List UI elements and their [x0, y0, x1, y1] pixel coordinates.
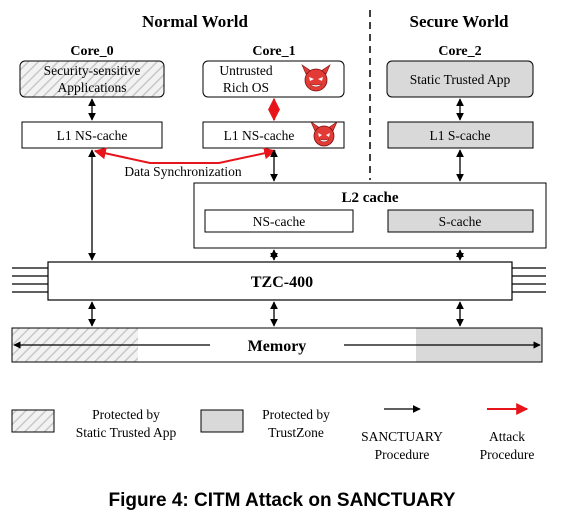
- legend-static-ta-line1: Protected by: [92, 407, 160, 422]
- devil-icon-cache: [310, 121, 338, 147]
- normal-world-title: Normal World: [142, 12, 248, 31]
- core-2-l1-label: L1 S-cache: [429, 128, 490, 143]
- legend-static-ta-swatch: [11, 409, 55, 433]
- core-0-l1-label: L1 NS-cache: [57, 128, 128, 143]
- figure-caption: Figure 4: CITM Attack on SANCTUARY: [109, 490, 456, 511]
- core-2-label: Core_2: [438, 44, 481, 59]
- legend-attack-line2: Procedure: [480, 447, 535, 462]
- data-sync-arrow: [93, 147, 277, 164]
- legend-trustzone-line2: TrustZone: [268, 425, 324, 440]
- static-trusted-app-box: [386, 60, 534, 98]
- legend-sanctuary-line1: SANCTUARY: [361, 429, 443, 444]
- core-0-app-line1: Security-sensitive: [44, 63, 141, 78]
- core-2-app-label: Static Trusted App: [410, 72, 511, 87]
- core-1-label: Core_1: [252, 44, 295, 59]
- tzc-400-label: TZC-400: [251, 274, 313, 291]
- l2-cache-title: L2 cache: [341, 190, 398, 206]
- core-1-app-line1: Untrusted: [219, 63, 272, 78]
- legend-sanctuary-line2: Procedure: [375, 447, 430, 462]
- core-0-app-line2: Applications: [58, 80, 127, 95]
- legend-attack-line1: Attack: [489, 429, 525, 444]
- security-sensitive-apps-box: [19, 60, 165, 98]
- l2-ns-label: NS-cache: [253, 214, 305, 229]
- legend-trustzone-line1: Protected by: [262, 407, 330, 422]
- legend-static-ta-line2: Static Trusted App: [76, 425, 177, 440]
- tzc-400-box: [47, 261, 513, 301]
- data-sync-label: Data Synchronization: [124, 164, 242, 179]
- core-2-l1-s-cache: [387, 121, 534, 149]
- l2-s-cache: [387, 209, 534, 233]
- devil-icon: [301, 64, 331, 92]
- memory-label: Memory: [248, 338, 307, 355]
- bus-lines: [12, 267, 546, 293]
- memory-border: [11, 327, 543, 363]
- core-1-l1-label: L1 NS-cache: [224, 128, 295, 143]
- l2-ns-cache: [204, 209, 354, 233]
- l2-s-label: S-cache: [439, 214, 482, 229]
- core-0-l1-ns-cache: [21, 121, 163, 149]
- secure-world-title: Secure World: [409, 12, 509, 31]
- core-0-label: Core_0: [70, 44, 113, 59]
- legend-trustzone-swatch: [200, 409, 244, 433]
- core-1-app-line2: Rich OS: [223, 80, 269, 95]
